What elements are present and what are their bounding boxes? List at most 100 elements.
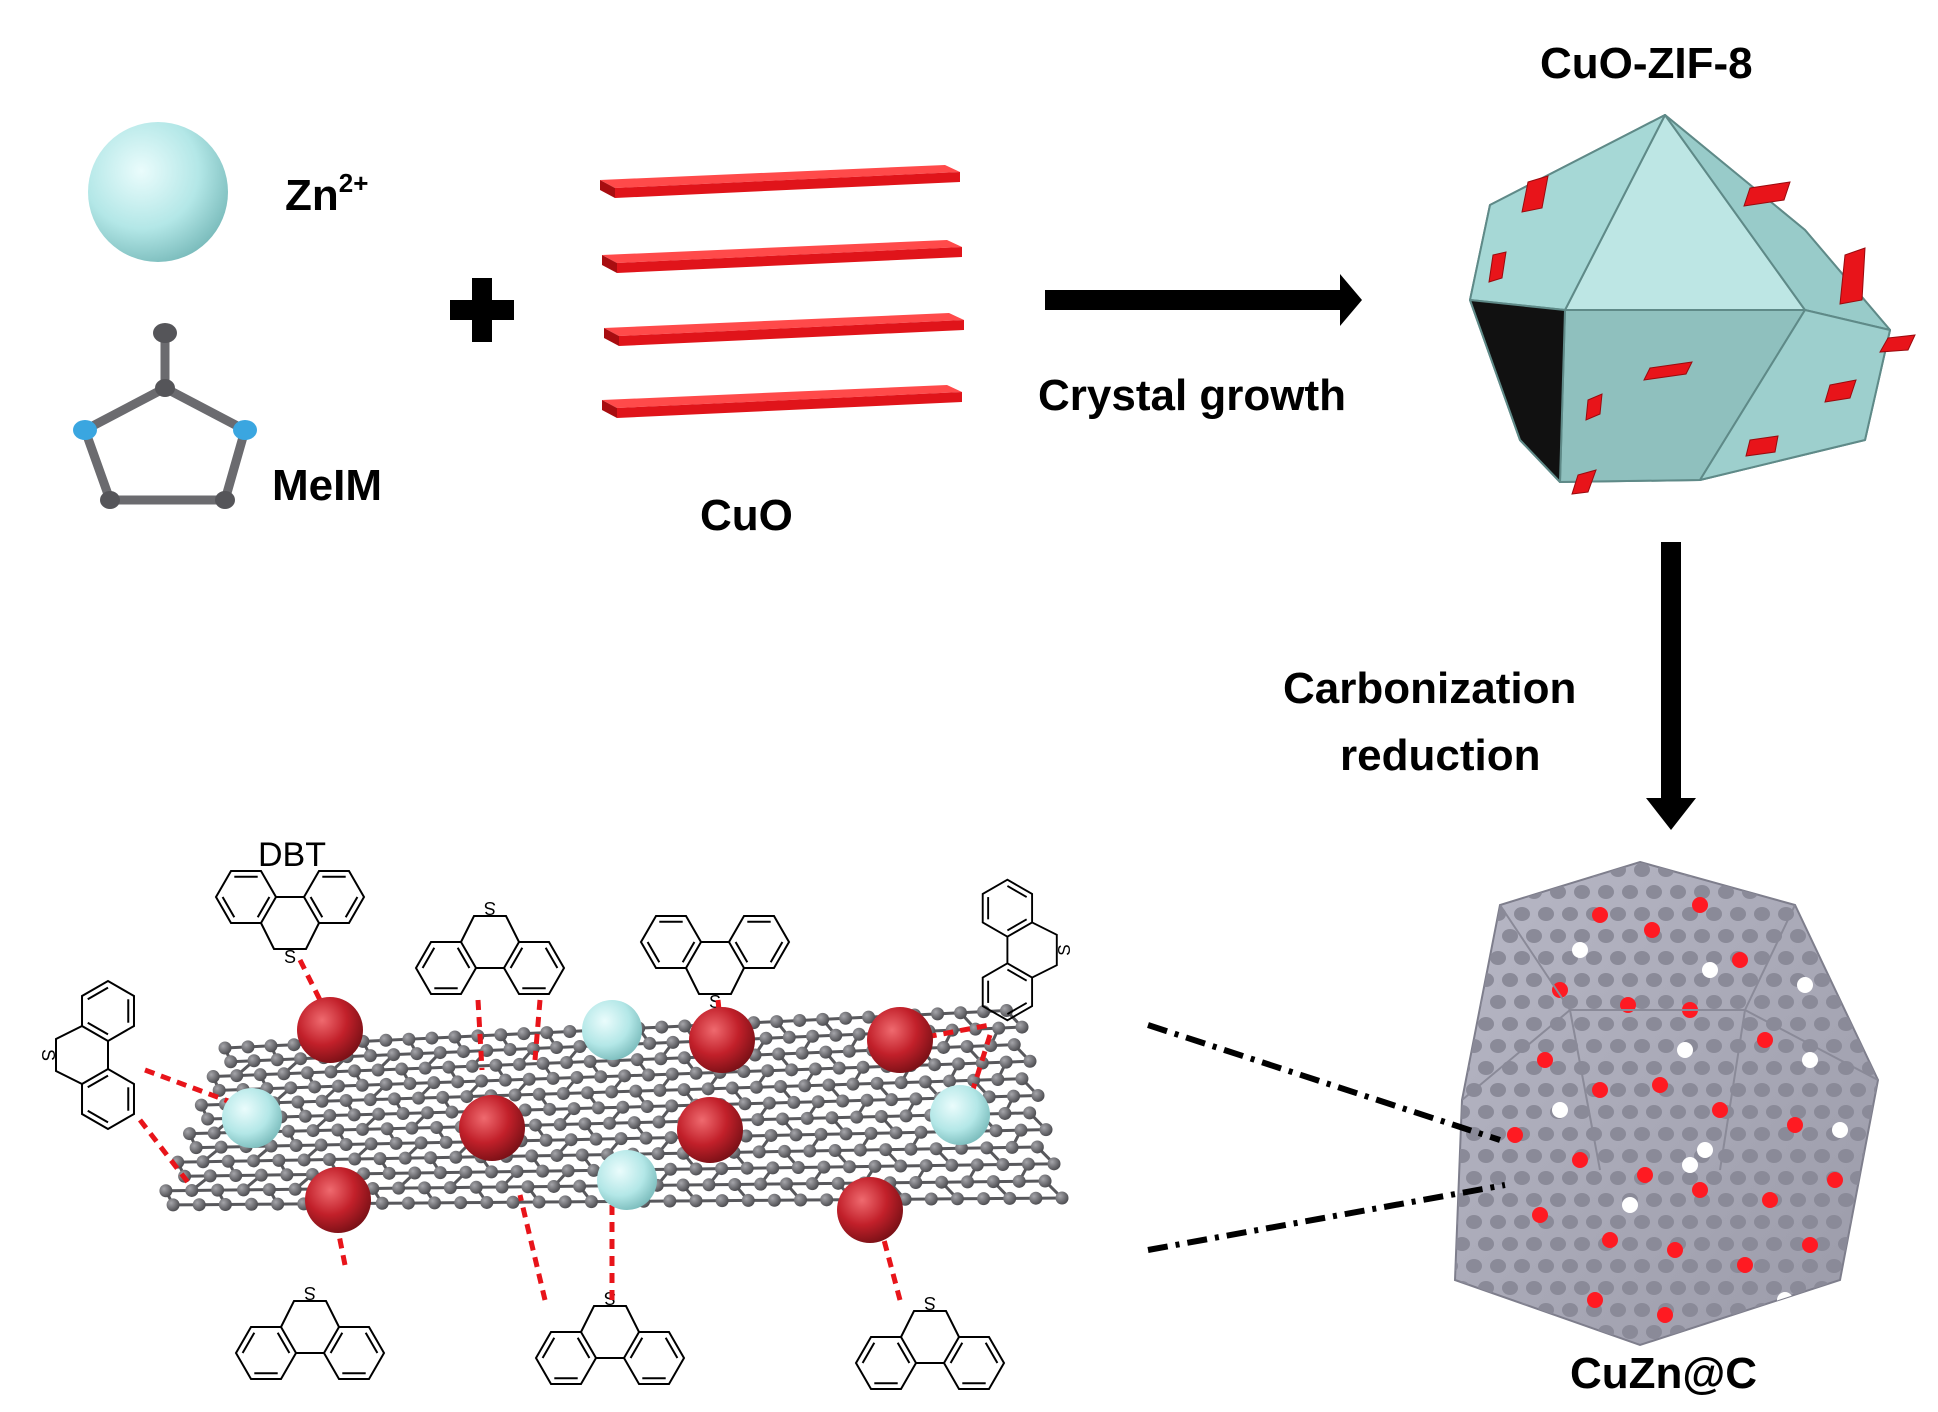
shell-pore [1634, 1083, 1650, 1097]
carbon-atom [641, 1068, 655, 1082]
shell-pore [1646, 1281, 1662, 1295]
double-bond [364, 1332, 379, 1354]
carbon-atom [666, 1035, 680, 1049]
carbon-atom [1030, 1140, 1044, 1154]
carbon-atom [430, 1121, 444, 1135]
shell-pore [1874, 1039, 1878, 1053]
shell-pore [1598, 1061, 1614, 1075]
shell-pore [1550, 1193, 1566, 1207]
cuo-zif8-polyhedron [1469, 114, 1891, 483]
shell-pore [1514, 995, 1530, 1009]
carbon-atom [996, 1158, 1010, 1172]
plus-icon [450, 278, 514, 342]
zn-site-dot [1552, 1102, 1568, 1118]
carbon-atom [436, 1090, 450, 1104]
shell-pore [1874, 995, 1878, 1009]
double-bond [541, 1337, 556, 1359]
shell-pore [1670, 1193, 1686, 1207]
double-bond [861, 1342, 876, 1364]
carbon-atom [546, 1071, 560, 1085]
shell-pore [1826, 995, 1842, 1009]
carbon-atom [1029, 1191, 1043, 1205]
carbon-atom [371, 1063, 385, 1077]
shell-pore [1646, 973, 1662, 987]
carbon-atom [740, 1161, 754, 1175]
carbon-atom [1012, 1174, 1026, 1188]
carbon-atom [331, 1123, 345, 1137]
double-bond [276, 1332, 291, 1354]
sulfur-atom-label: S [304, 1283, 316, 1303]
carbon-atom [189, 1141, 203, 1155]
shell-pore [1562, 907, 1578, 921]
right-arrow-icon [1045, 274, 1362, 326]
shell-pore [1574, 973, 1590, 987]
carbon-atom [937, 1040, 951, 1054]
shell-pore [1502, 1325, 1518, 1339]
adsorption-link [144, 1067, 253, 1113]
carbon-atom [583, 1055, 597, 1069]
shell-pore [1538, 1039, 1554, 1053]
carbon-atom [308, 1080, 322, 1094]
carbon-atom [380, 1122, 394, 1136]
shell-pore [1646, 1105, 1662, 1119]
carbon-atom [793, 1013, 807, 1027]
dbt-molecule: S [214, 870, 366, 967]
carbon-atom [1000, 1004, 1014, 1018]
zn-sphere [222, 1088, 282, 1148]
carbon-atom [348, 1152, 362, 1166]
shell-pore [1670, 929, 1686, 943]
shell-pore [1670, 1105, 1686, 1119]
shell-pore [1718, 1237, 1734, 1251]
carbon-atom [363, 1093, 377, 1107]
carbon-atom [392, 1181, 406, 1195]
carbon-atom [347, 1108, 361, 1122]
shell-pore [1742, 1237, 1758, 1251]
shell-pore [1634, 863, 1650, 877]
carbon-atom [794, 1193, 808, 1207]
zn-site-dot [1832, 1122, 1848, 1138]
adsorption-link [475, 999, 485, 1071]
carbon-atom [899, 1109, 913, 1123]
shell-pore [1574, 1281, 1590, 1295]
shell-pore [1490, 1083, 1506, 1097]
shell-pore [1502, 1149, 1518, 1163]
shell-pore [1586, 1171, 1602, 1185]
shell-pore [1574, 929, 1590, 943]
carbon-atom [689, 1066, 703, 1080]
shell-pore [1874, 863, 1878, 877]
shell-pore [1574, 1105, 1590, 1119]
double-bond [87, 1109, 109, 1124]
shell-pore [1742, 1061, 1758, 1075]
double-bond [256, 896, 271, 918]
shell-pore [1790, 1193, 1806, 1207]
shell-pore [1754, 1215, 1770, 1229]
carbon-atom [630, 1053, 644, 1067]
shell-pore [1646, 885, 1662, 899]
carbon-atom [439, 1135, 453, 1149]
benzene-ring [234, 1326, 298, 1380]
shell-pore [1718, 885, 1734, 899]
shell-pore [1766, 1237, 1782, 1251]
double-bond [309, 896, 324, 918]
shell-pore [1730, 1215, 1746, 1229]
shell-pore [1514, 907, 1530, 921]
carbon-atom [904, 1142, 918, 1156]
double-bond [1006, 918, 1028, 932]
carbon-atom [442, 1060, 456, 1074]
shell-pore [1874, 951, 1878, 965]
shell-pore [1706, 1039, 1722, 1053]
carbon-atom [831, 1176, 845, 1190]
carbon-atom [558, 1195, 572, 1209]
carbon-atom [764, 1128, 778, 1142]
carbon-atom [201, 1112, 215, 1126]
carbon-atom [578, 1117, 592, 1131]
shell-pore [1754, 863, 1770, 877]
shell-pore [1455, 951, 1458, 965]
shell-pore [1586, 863, 1602, 877]
carbon-atom [999, 1055, 1013, 1069]
carbon-atom [977, 1192, 991, 1206]
shell-pore [1478, 1149, 1494, 1163]
cuo-plate [600, 165, 960, 198]
shell-pore [1826, 1083, 1842, 1097]
zn-sphere [597, 1150, 657, 1210]
